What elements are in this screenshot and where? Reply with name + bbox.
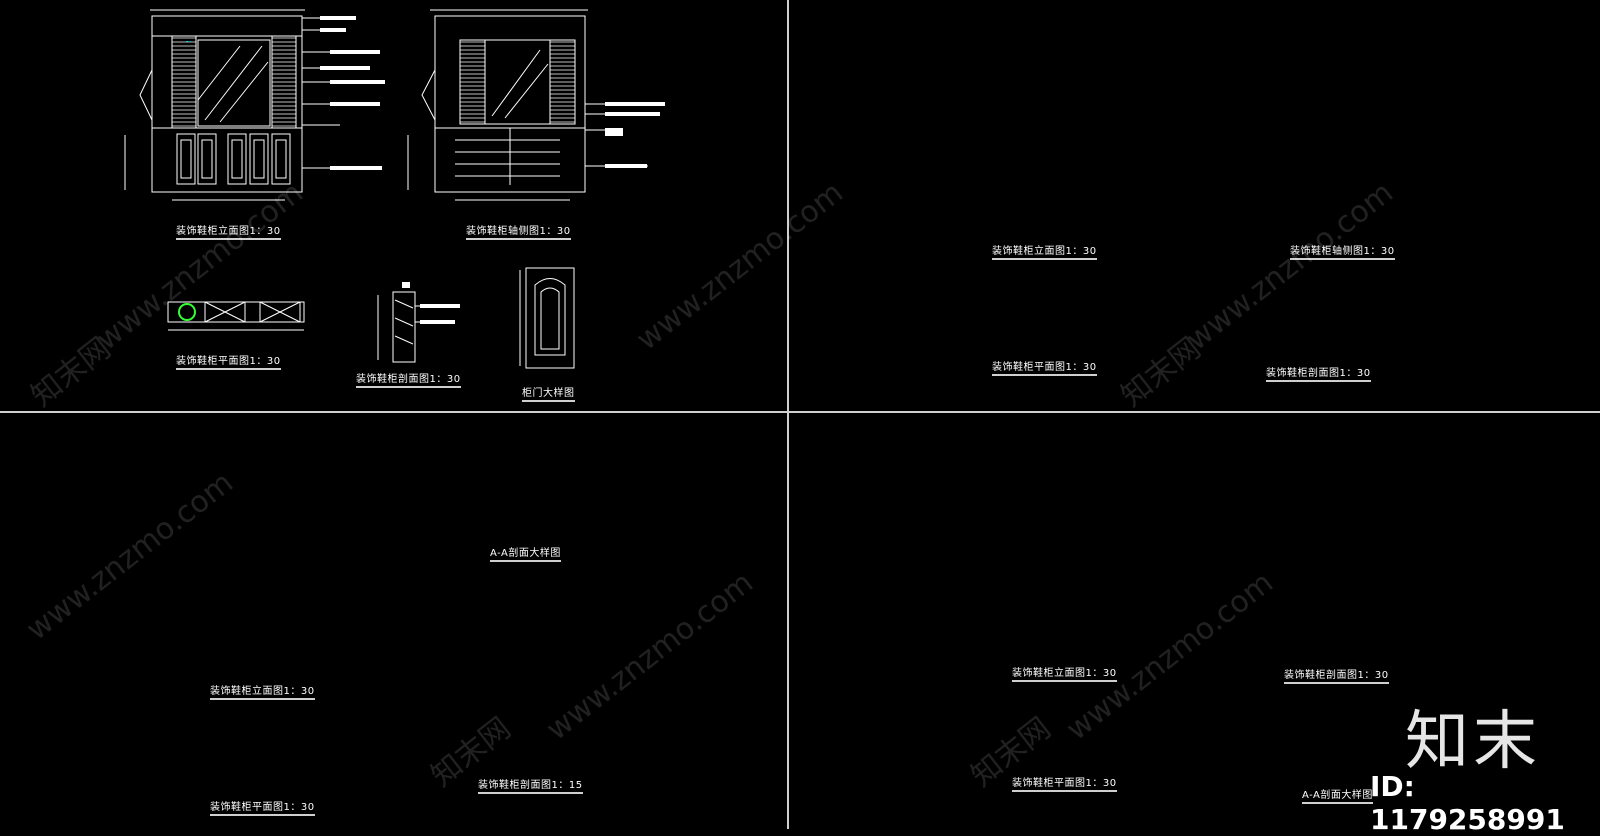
bl-plan-label: 装饰鞋柜平面图1：30 [210,798,315,816]
br-section-label: 装饰鞋柜剖面图1：30 [1284,666,1389,684]
tr-axonometric-label: 装饰鞋柜轴侧图1：30 [1290,242,1395,260]
tl-plan-label: 装饰鞋柜平面图1：30 [176,352,281,370]
br-plan-label: 装饰鞋柜平面图1：30 [1012,774,1117,792]
tl-elevation-leader-ticks [320,16,385,170]
tl-axonometric-leader-ticks [605,102,665,168]
tl-axonometric-label: 装饰鞋柜轴侧图1：30 [466,222,571,240]
tl-plan-drawing [167,301,305,331]
bl-detail-label: A-A剖面大样图 [490,544,561,562]
tl-plan-plant-icon [178,303,196,321]
tl-section-drawing [377,291,460,363]
tr-section-label: 装饰鞋柜剖面图1：30 [1266,364,1371,382]
bl-section-label: 装饰鞋柜剖面图1：15 [478,776,583,794]
bl-elevation-label: 装饰鞋柜立面图1：30 [210,682,315,700]
tl-elevation-drawing [124,9,385,201]
br-detail-label: A-A剖面大样图 [1302,786,1373,804]
tl-elevation-label: 装饰鞋柜立面图1：30 [176,222,281,240]
tr-elevation-label: 装饰鞋柜立面图1：30 [992,242,1097,260]
br-elevation-label: 装饰鞋柜立面图1：30 [1012,664,1117,682]
tl-door-detail-drawing [519,267,575,369]
brand-logo-text: 知末 [1405,705,1541,779]
tl-plant-marks: ~ [185,37,192,46]
tr-plan-label: 装饰鞋柜平面图1：30 [992,358,1097,376]
image-id-text: ID: 1179258991 [1370,770,1565,836]
tl-door-detail-label: 柜门大样图 [522,384,575,402]
tl-section-ticks [402,282,460,324]
tl-axonometric-drawing [407,9,665,201]
tl-section-label: 装饰鞋柜剖面图1：30 [356,370,461,388]
